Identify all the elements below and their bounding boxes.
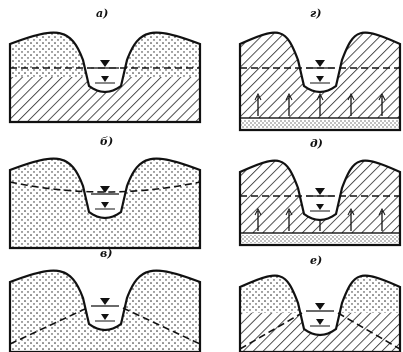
panel-label-e: е) xyxy=(310,255,322,266)
panel-b xyxy=(10,148,200,248)
panel-label-b: б) xyxy=(100,136,113,147)
panel-d xyxy=(240,150,400,245)
panel-g xyxy=(240,22,400,130)
panel-e xyxy=(240,265,400,352)
panel-label-d: д) xyxy=(310,138,323,149)
panel-label-a: а) xyxy=(96,8,108,19)
panel-a xyxy=(10,22,200,122)
panel-label-v: в) xyxy=(100,248,112,259)
panel-label-g: г) xyxy=(310,8,321,19)
panel-v xyxy=(10,260,200,352)
